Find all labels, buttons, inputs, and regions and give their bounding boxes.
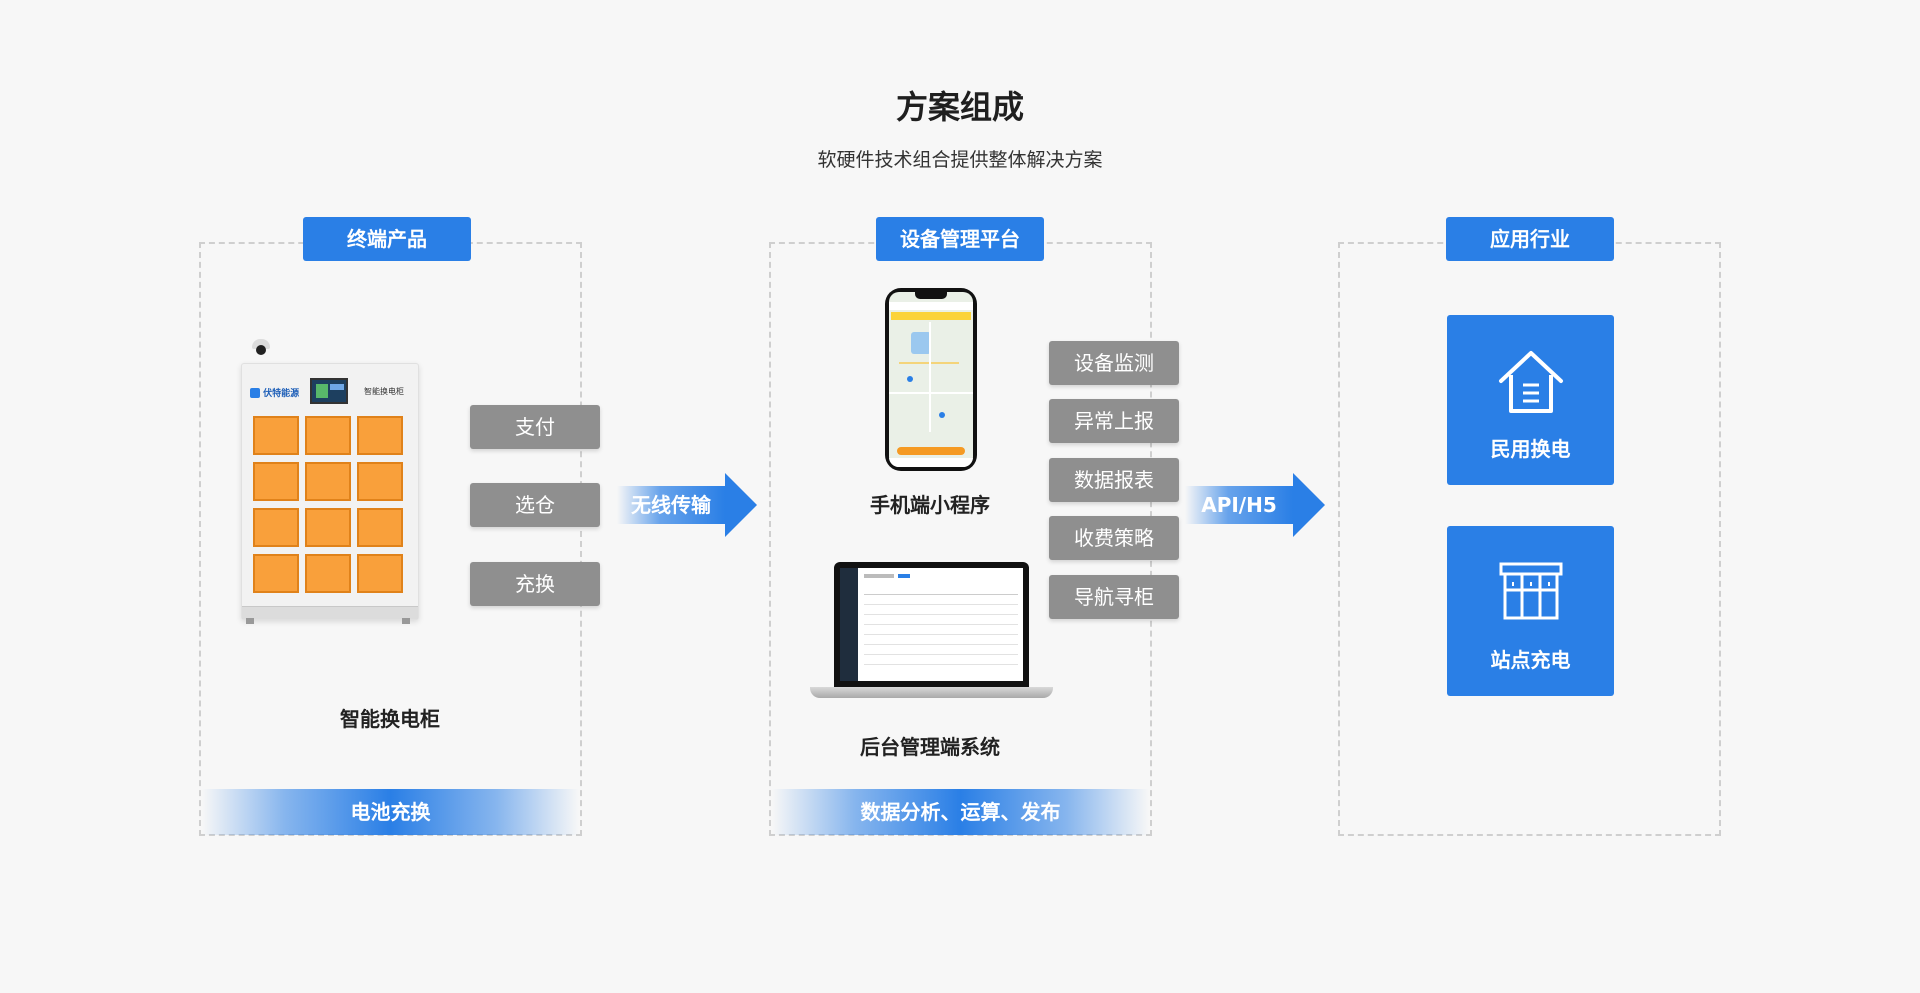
cabinet-screen [310,378,348,404]
battery-slots [253,416,409,593]
battery-slot [253,508,299,547]
battery-slot [305,462,351,501]
data-report-button[interactable]: 数据报表 [1049,458,1179,502]
station-charge-card[interactable]: 站点充电 [1447,526,1614,696]
battery-slot [305,416,351,455]
industry-tag: 应用行业 [1446,217,1614,261]
battery-slot [253,554,299,593]
api-arrow: API/H5 [1185,473,1325,537]
navigate-cabinet-button[interactable]: 导航寻柜 [1049,575,1179,619]
cabinet-foot [246,618,254,624]
page-subtitle: 软硬件技术组合提供整体解决方案 [817,149,1103,171]
residential-swap-card[interactable]: 民用换电 [1447,315,1614,485]
billing-strategy-button[interactable]: 收费策略 [1049,516,1179,560]
phone-image [885,288,977,471]
phone-caption: 手机端小程序 [870,493,990,517]
platform-footer: 数据分析、运算、发布 [772,789,1149,835]
battery-cabinet-image: 伏特能源 智能换电柜 [241,363,419,620]
station-icon [1499,562,1563,620]
api-arrow-label: API/H5 [1185,486,1293,524]
device-monitor-button[interactable]: 设备监测 [1049,341,1179,385]
platform-tag: 设备管理平台 [876,217,1044,261]
arrow-head-icon [1293,473,1325,537]
swap-button[interactable]: 充换 [470,562,600,606]
battery-slot [253,462,299,501]
laptop-caption: 后台管理端系统 [860,735,1000,759]
battery-slot [305,554,351,593]
terminal-footer: 电池充换 [202,789,579,835]
page-title: 方案组成 [895,88,1024,126]
laptop-base [810,687,1053,698]
camera-icon [250,339,272,357]
laptop-image [834,562,1029,687]
wireless-arrow: 无线传输 [617,473,757,537]
battery-slot [357,554,403,593]
battery-slot [357,416,403,455]
cabinet-name: 智能换电柜 [364,387,404,396]
terminal-tag: 终端产品 [303,217,471,261]
anomaly-report-button[interactable]: 异常上报 [1049,399,1179,443]
station-charge-label: 站点充电 [1490,648,1571,672]
cabinet-caption: 智能换电柜 [340,707,440,731]
select-slot-button[interactable]: 选仓 [470,483,600,527]
cabinet-foot [402,618,410,624]
wireless-arrow-label: 无线传输 [617,486,725,524]
battery-slot [357,462,403,501]
battery-slot [253,416,299,455]
house-icon [1499,351,1563,413]
pay-button[interactable]: 支付 [470,405,600,449]
cabinet-logo: 伏特能源 [250,386,306,400]
battery-slot [305,508,351,547]
battery-slot [357,508,403,547]
residential-swap-label: 民用换电 [1490,437,1571,461]
arrow-head-icon [725,473,757,537]
